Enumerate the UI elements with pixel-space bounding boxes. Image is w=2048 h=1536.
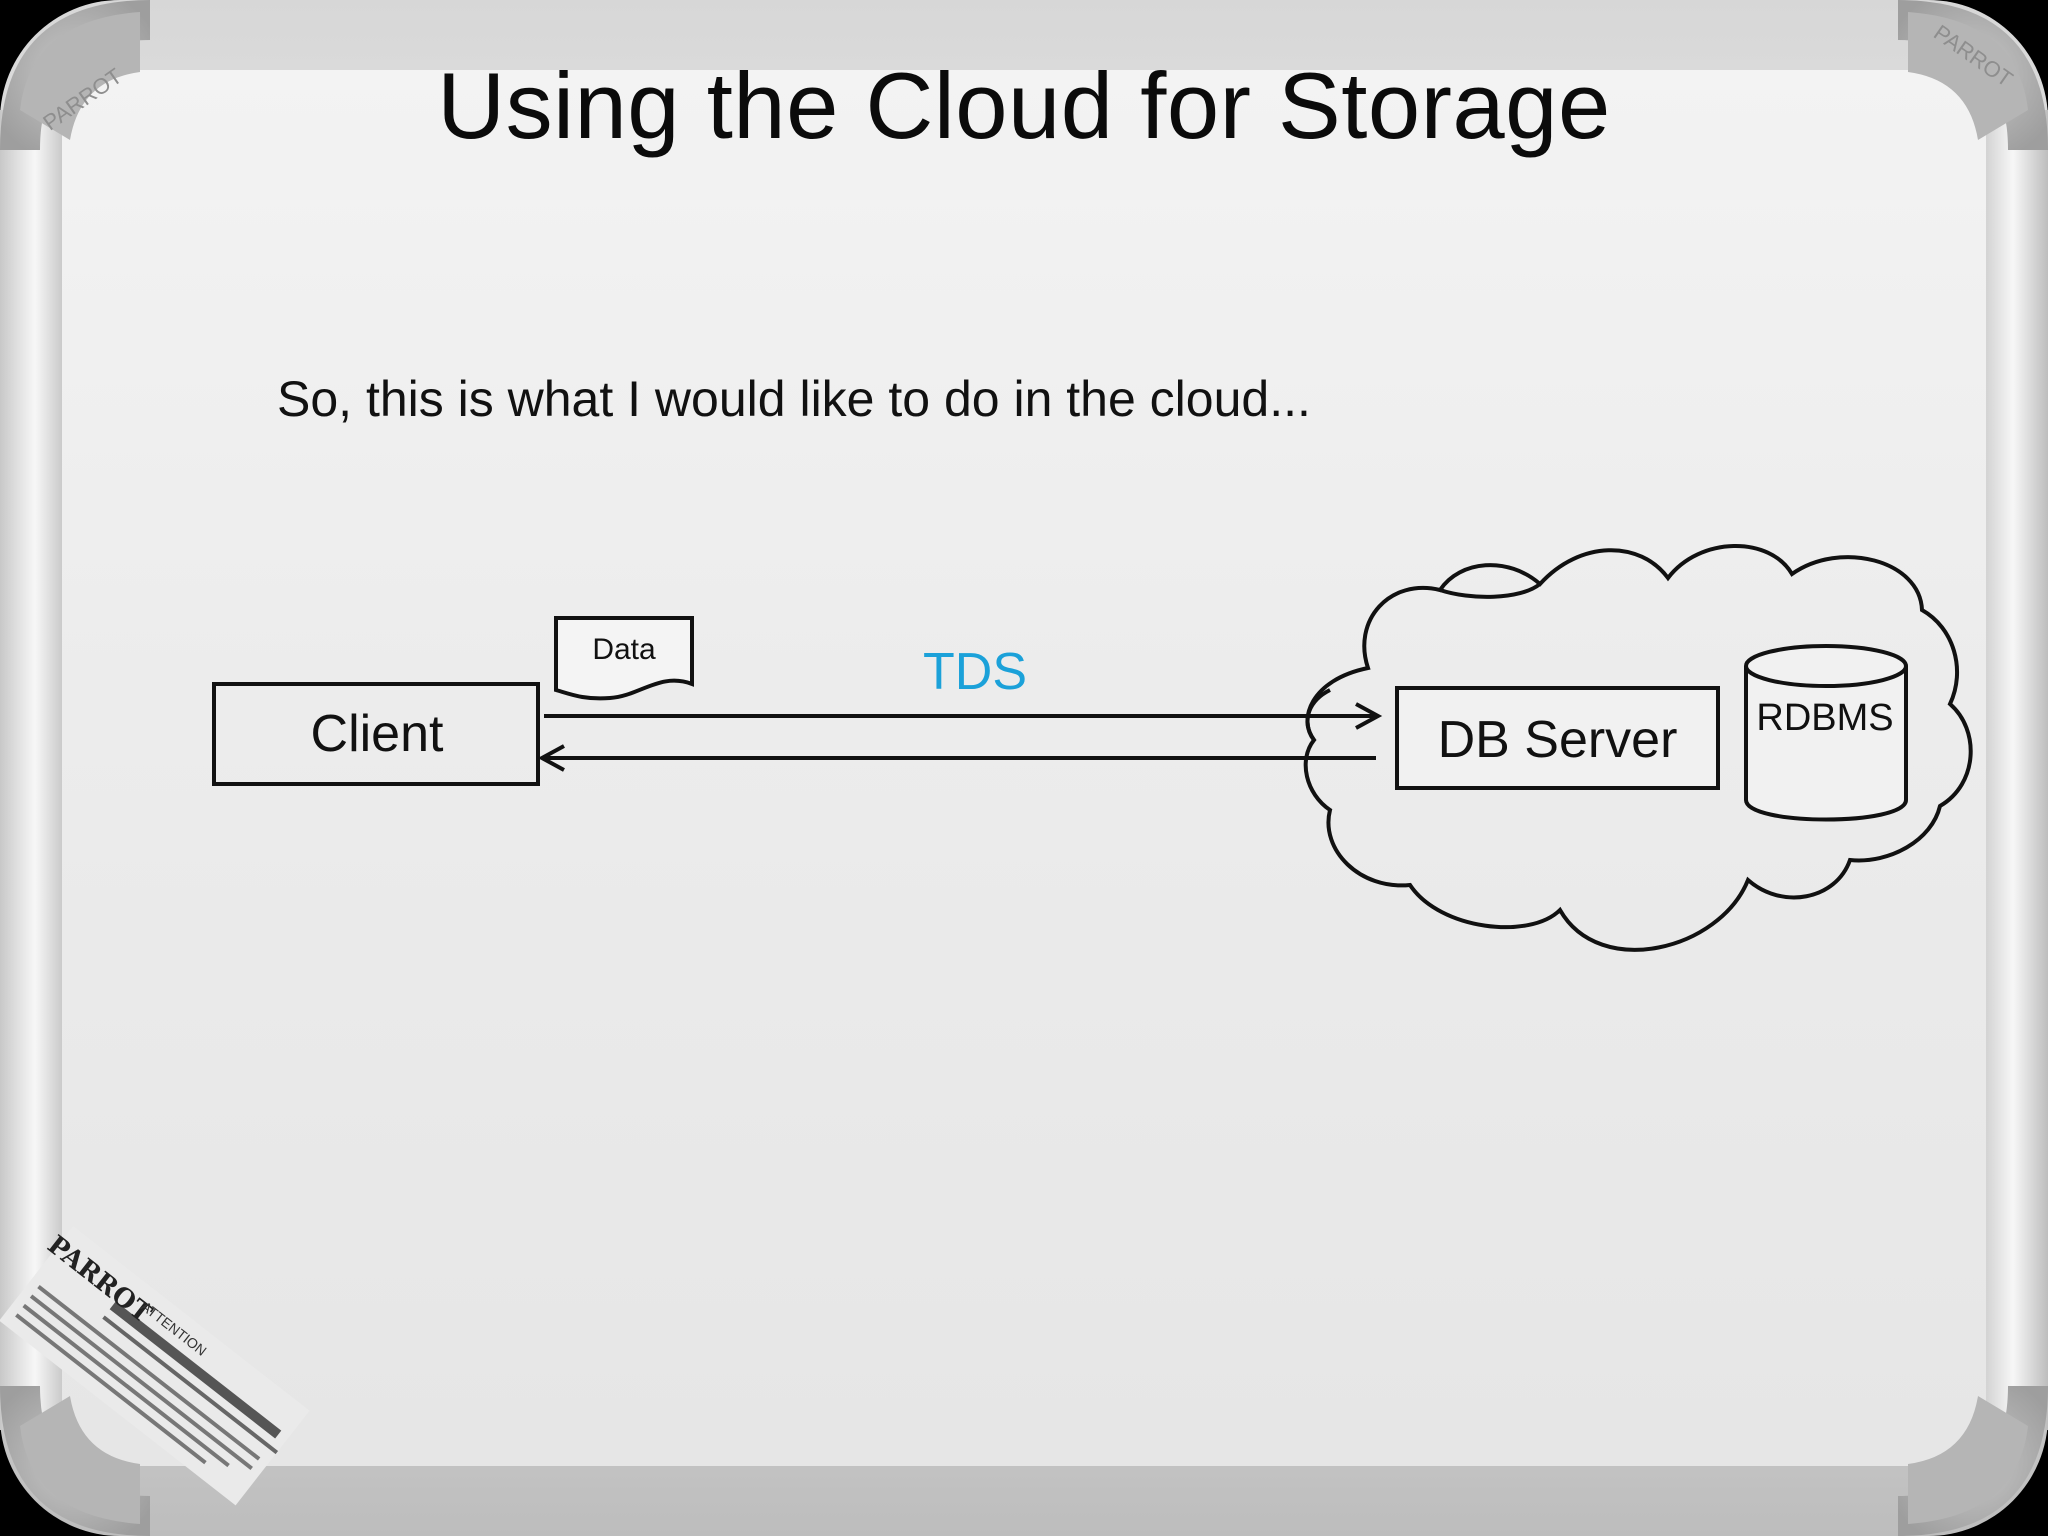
slide-subtitle: So, this is what I would like to do in t… bbox=[277, 371, 1311, 427]
rdbms-cylinder bbox=[1744, 644, 1908, 822]
tds-protocol-label: TDS bbox=[923, 643, 1027, 701]
client-label: Client bbox=[310, 705, 444, 763]
client-box bbox=[212, 682, 540, 786]
data-label: Data bbox=[592, 633, 656, 666]
db-server-box bbox=[1395, 686, 1720, 790]
manufacturer-sticker bbox=[0, 1226, 310, 1506]
cloud-shape bbox=[1303, 544, 1973, 952]
response-arrow bbox=[537, 744, 1376, 772]
rdbms-label: RDBMS bbox=[1756, 697, 1894, 739]
db-server-label: DB Server bbox=[1437, 711, 1678, 769]
request-arrow bbox=[544, 702, 1383, 730]
cloud-bump-1 bbox=[1439, 582, 1542, 599]
data-document-shape bbox=[554, 616, 694, 701]
slide-title: Using the Cloud for Storage bbox=[437, 53, 1611, 158]
